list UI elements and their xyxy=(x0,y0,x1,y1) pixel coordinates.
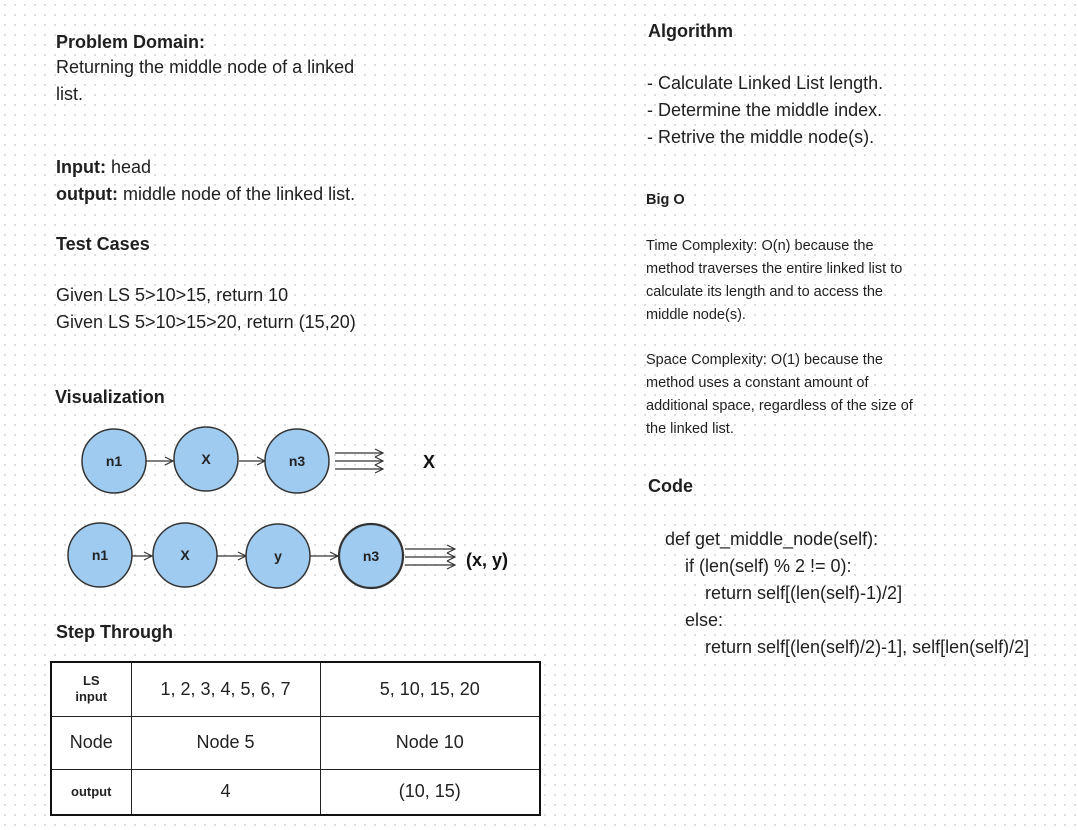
node-circle: n1 xyxy=(67,522,133,588)
code-line: return self[(len(self)-1)/2] xyxy=(665,583,903,603)
space-complexity: Space Complexity: O(1) because the metho… xyxy=(646,349,913,441)
test-case-item: Given LS 5>10>15>20, return (15,20) xyxy=(56,312,356,332)
algorithm-steps: - Calculate Linked List length. - Determ… xyxy=(647,70,883,151)
time-complexity-line: Time Complexity: O(n) because the xyxy=(646,238,874,254)
step-through-heading: Step Through xyxy=(56,622,173,642)
code-line: else: xyxy=(665,610,724,630)
test-cases-heading: Test Cases xyxy=(56,234,150,254)
node-label: y xyxy=(274,548,282,564)
input-value: head xyxy=(105,157,152,177)
input-label: Input: xyxy=(56,157,106,177)
space-complexity-line: the linked list. xyxy=(646,421,734,437)
node-circle: n3 xyxy=(264,428,330,494)
result-label: (x, y) xyxy=(466,550,508,570)
time-complexity-line: middle node(s). xyxy=(646,307,746,323)
table-row: output 4 (10, 15) xyxy=(50,768,541,816)
time-complexity: Time Complexity: O(n) because the method… xyxy=(646,235,902,327)
input-line: Input: head xyxy=(56,154,355,181)
algorithm-step: - Calculate Linked List length. xyxy=(647,73,884,93)
node-circle: n3 xyxy=(337,522,405,590)
node-label: n3 xyxy=(289,453,306,469)
node-label: X xyxy=(180,547,190,563)
space-complexity-line: additional space, regardless of the size… xyxy=(646,398,913,414)
space-complexity-line: method uses a constant amount of xyxy=(646,375,869,391)
code-line: def get_middle_node(self): xyxy=(665,529,879,549)
node-label: n1 xyxy=(92,547,109,563)
row-label-cell: output xyxy=(50,768,132,816)
visualization-heading: Visualization xyxy=(55,387,165,407)
row-label-cell: Node xyxy=(50,715,132,770)
node-circle: y xyxy=(245,523,311,589)
node-circle: X xyxy=(173,426,239,492)
node-circle: n1 xyxy=(81,428,147,494)
step-through-table: LS input 1, 2, 3, 4, 5, 6, 7 5, 10, 15, … xyxy=(50,661,541,816)
table-cell: 1, 2, 3, 4, 5, 6, 7 xyxy=(130,661,321,717)
code-heading: Code xyxy=(648,476,693,496)
table-row: Node Node 5 Node 10 xyxy=(50,715,541,770)
row-label-cell: LS input xyxy=(50,661,132,717)
node-label: X xyxy=(201,451,211,467)
algorithm-step: - Retrive the middle node(s). xyxy=(647,127,875,147)
test-case-item: Given LS 5>10>15, return 10 xyxy=(56,285,289,305)
traversal-arrows xyxy=(335,453,383,469)
diagram-row-2: n1 X y n3 (x, y) xyxy=(67,522,508,590)
code-block: def get_middle_node(self): if (len(self)… xyxy=(665,526,1029,661)
problem-domain-line: Returning the middle node of a linked xyxy=(56,57,355,77)
table-cell: 4 xyxy=(130,768,321,816)
code-line: return self[(len(self)/2)-1], self[len(s… xyxy=(665,637,1030,657)
algorithm-heading: Algorithm xyxy=(648,21,733,41)
traversal-arrows xyxy=(405,549,455,565)
big-o-heading: Big O xyxy=(646,192,685,208)
table-cell: Node 10 xyxy=(319,715,541,770)
row-label-line: input xyxy=(75,689,108,705)
test-cases-list: Given LS 5>10>15, return 10 Given LS 5>1… xyxy=(56,282,356,336)
table-cell: (10, 15) xyxy=(319,768,541,816)
problem-domain-heading: Problem Domain: xyxy=(56,32,206,52)
node-label: n3 xyxy=(363,548,380,564)
time-complexity-line: method traverses the entire linked list … xyxy=(646,261,903,277)
node-label: n1 xyxy=(106,453,123,469)
table-cell: 5, 10, 15, 20 xyxy=(319,661,541,717)
time-complexity-line: calculate its length and to access the xyxy=(646,284,883,300)
problem-domain-text: Returning the middle node of a linked li… xyxy=(56,54,354,108)
code-line: if (len(self) % 2 != 0): xyxy=(665,556,852,576)
algorithm-step: - Determine the middle index. xyxy=(647,100,883,120)
io-block: Input: head output: middle node of the l… xyxy=(56,154,355,208)
problem-domain-line: list. xyxy=(56,84,83,104)
node-circle: X xyxy=(152,522,218,588)
linked-list-diagram: n1 X n3 X n1 X y xyxy=(67,426,508,590)
diagram-row-1: n1 X n3 X xyxy=(81,426,435,494)
result-label: X xyxy=(423,452,435,472)
output-value: middle node of the linked list. xyxy=(117,184,356,204)
table-cell: Node 5 xyxy=(130,715,321,770)
space-complexity-line: Space Complexity: O(1) because the xyxy=(646,352,883,368)
output-line: output: middle node of the linked list. xyxy=(56,181,355,208)
table-row: LS input 1, 2, 3, 4, 5, 6, 7 5, 10, 15, … xyxy=(50,661,541,717)
row-label-line: LS xyxy=(82,673,100,689)
output-label: output: xyxy=(56,184,118,204)
